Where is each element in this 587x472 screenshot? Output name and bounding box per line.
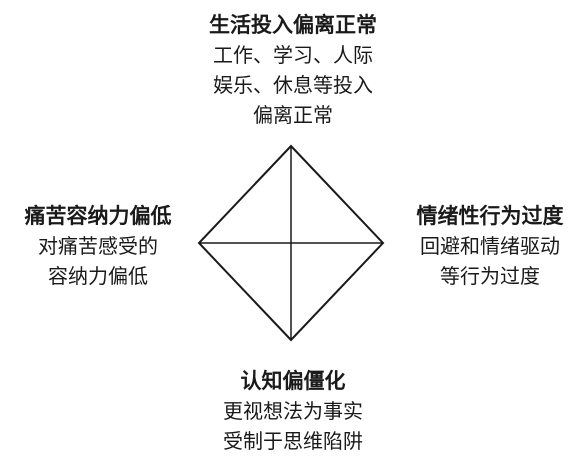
bottom-title: 认知偏僵化 bbox=[240, 369, 346, 393]
top-desc-line-2: 娱乐、休息等投入 bbox=[213, 73, 373, 97]
top-title: 生活投入偏离正常 bbox=[209, 13, 377, 37]
bottom-desc-line-2: 受制于思维陷阱 bbox=[223, 429, 363, 453]
left-title: 痛苦容纳力偏低 bbox=[24, 204, 172, 228]
left-desc-line-1: 对痛苦感受的 bbox=[38, 234, 158, 258]
top-quadrant-label: 生活投入偏离正常 工作、学习、人际 娱乐、休息等投入 偏离正常 bbox=[193, 10, 393, 130]
bottom-quadrant-label: 认知偏僵化 更视想法为事实 受制于思维陷阱 bbox=[183, 366, 403, 456]
left-desc-line-2: 容纳力偏低 bbox=[48, 264, 148, 288]
right-quadrant-label: 情绪性行为过度 回避和情绪驱动 等行为过度 bbox=[400, 201, 580, 291]
right-desc-line-2: 等行为过度 bbox=[440, 264, 540, 288]
left-quadrant-label: 痛苦容纳力偏低 对痛苦感受的 容纳力偏低 bbox=[8, 201, 188, 291]
bottom-desc-line-1: 更视想法为事实 bbox=[223, 399, 363, 423]
right-title: 情绪性行为过度 bbox=[416, 204, 564, 228]
right-desc-line-1: 回避和情绪驱动 bbox=[420, 234, 560, 258]
top-desc-line-1: 工作、学习、人际 bbox=[213, 43, 373, 67]
top-desc-line-3: 偏离正常 bbox=[253, 103, 333, 127]
